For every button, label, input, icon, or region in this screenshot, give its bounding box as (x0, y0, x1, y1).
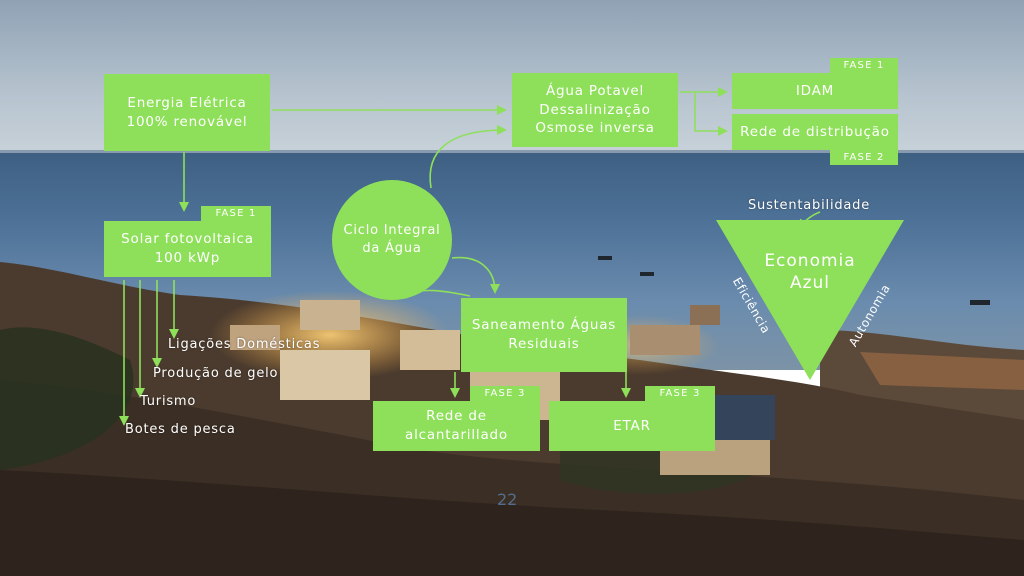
arrow-water-to-distribution (694, 92, 728, 136)
sustainability-label: Sustentabilidade (748, 198, 871, 213)
idam-label: IDAM (795, 82, 835, 99)
sanitation-label: Saneamento Águas Residuais (471, 317, 617, 352)
water-cycle-circle: Ciclo Integral da Água (332, 180, 452, 300)
horizon (0, 150, 1024, 153)
distribution-box: Rede de distribução (732, 114, 898, 150)
energy-main-box: Energia Elétrica 100% renovável (104, 74, 270, 151)
sewer-label: Rede de alcantarillado (405, 408, 508, 443)
economy-triangle (716, 220, 904, 380)
sanitation-box: Saneamento Águas Residuais (461, 298, 627, 372)
solar-phase-tag: FASE 1 (201, 206, 271, 221)
distribution-label: Rede de distribução (740, 123, 890, 140)
sewer-phase-tag: FASE 3 (470, 386, 540, 401)
use-boats: Botes de pesca (125, 422, 236, 437)
water-potable-box: Água Potavel Dessalinização Osmose inver… (512, 73, 678, 147)
use-domestic: Ligações Domésticas (168, 337, 321, 352)
economy-title: Economia Azul (764, 251, 856, 294)
etar-phase-tag: FASE 3 (645, 386, 715, 401)
use-tourism: Turismo (140, 394, 197, 409)
etar-label: ETAR (613, 417, 651, 434)
idam-phase-tag: FASE 1 (830, 58, 898, 73)
energy-main-label: Energia Elétrica 100% renovável (126, 94, 248, 130)
solar-label: Solar fotovoltaica 100 kWp (121, 231, 254, 266)
etar-box: ETAR (549, 401, 715, 451)
solar-box: Solar fotovoltaica 100 kWp (104, 221, 271, 277)
idam-box: IDAM (732, 73, 898, 109)
water-potable-label: Água Potavel Dessalinização Osmose inver… (535, 82, 655, 137)
distribution-phase-tag: FASE 2 (830, 150, 898, 165)
sewer-box: Rede de alcantarillado (373, 401, 540, 451)
water-cycle-label: Ciclo Integral da Água (343, 222, 441, 256)
page-number: 22 (497, 490, 518, 509)
arrow-cycle-to-water (429, 125, 507, 189)
arrow-cycle-to-sanitation (451, 256, 500, 294)
use-ice: Produção de gelo (153, 366, 279, 381)
